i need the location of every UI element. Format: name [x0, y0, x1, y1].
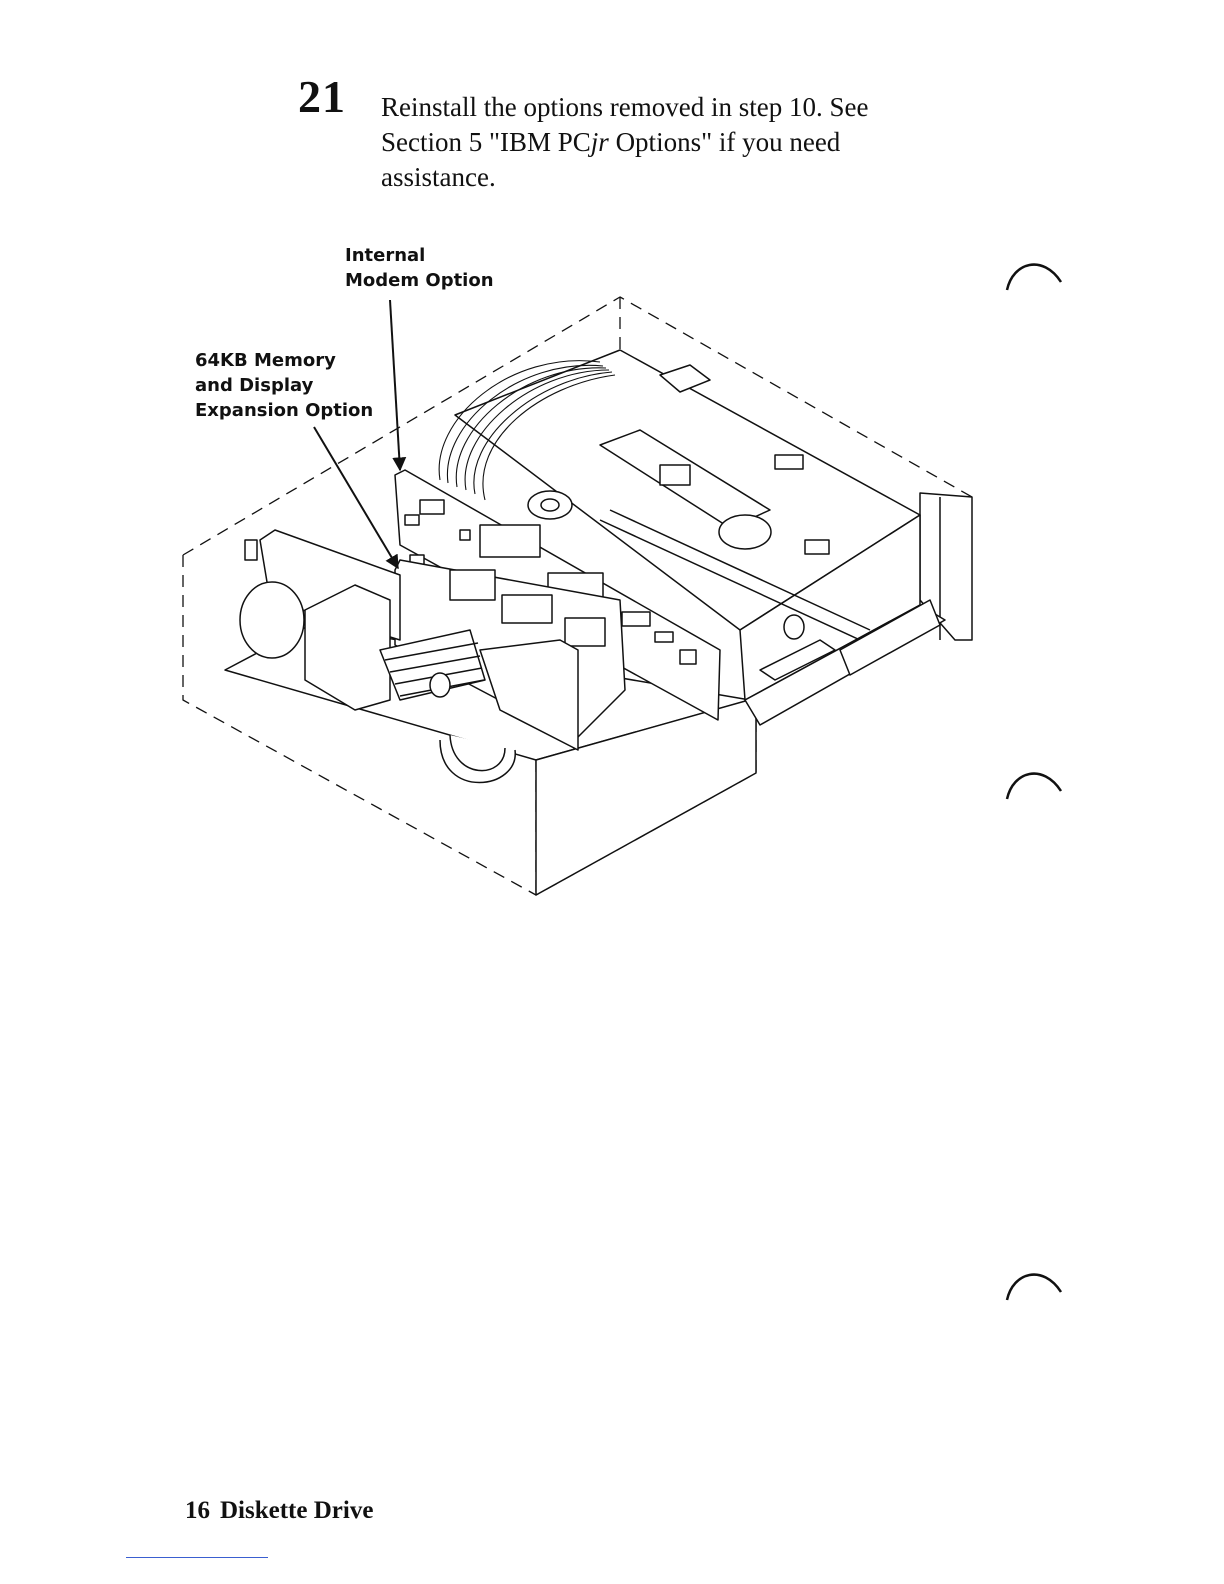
modem-callout-arrow	[390, 300, 400, 470]
page-footer: 16 Diskette Drive	[185, 1497, 383, 1525]
memory-callout-arrow	[314, 427, 398, 568]
footer-rule	[126, 1557, 268, 1558]
page-number: 16	[185, 1497, 210, 1524]
punch-hole-mark	[1003, 761, 1065, 801]
section-title: Diskette Drive	[220, 1497, 373, 1524]
punch-hole-mark	[1003, 1262, 1065, 1302]
punch-hole-mark	[1003, 252, 1065, 292]
